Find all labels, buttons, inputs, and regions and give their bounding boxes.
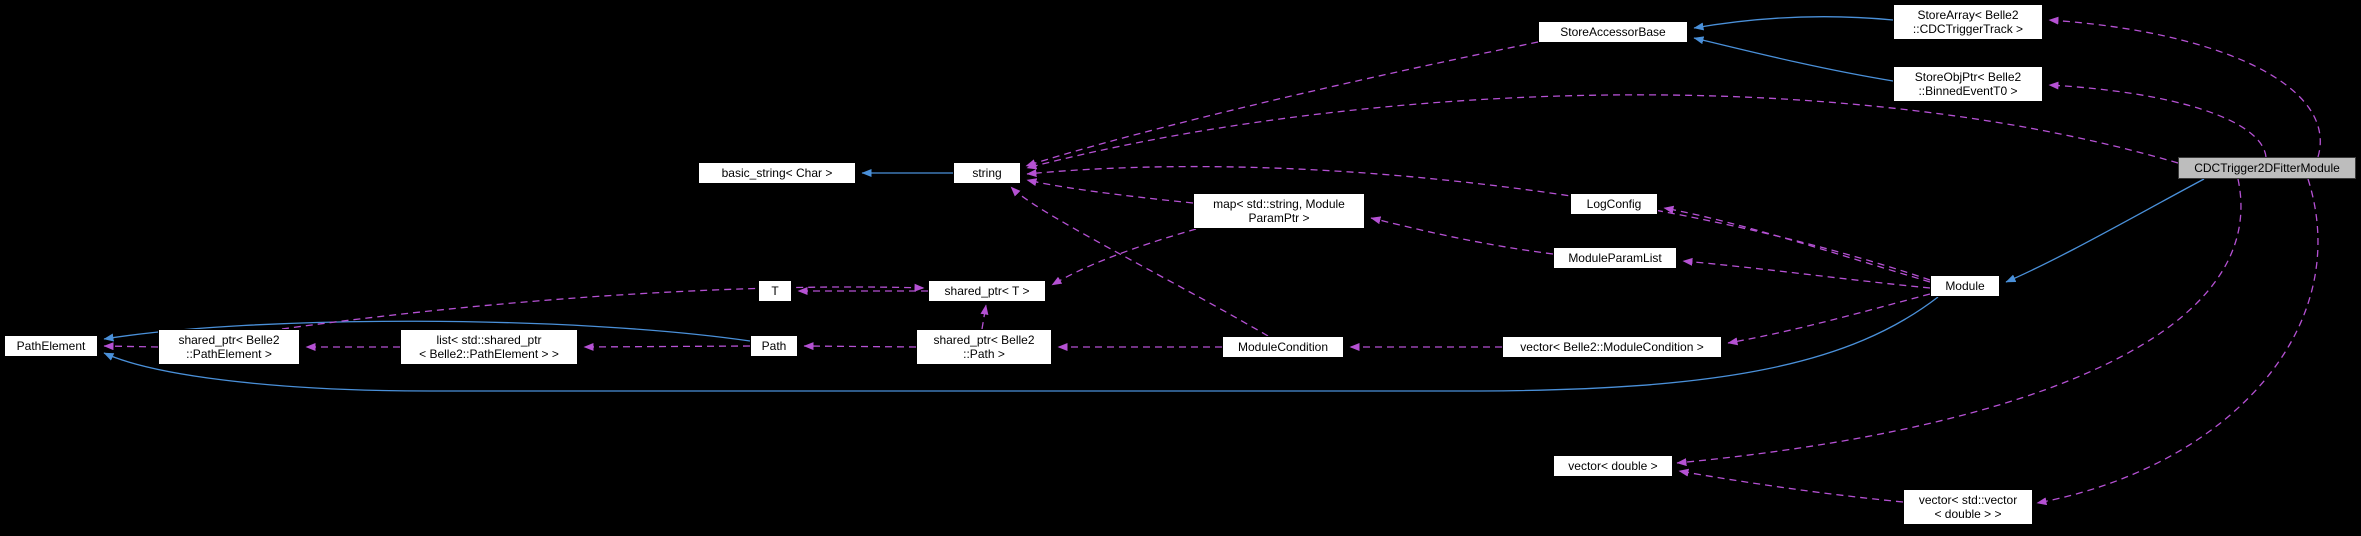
class-node-label: CDCTrigger2DFitterModule: [2194, 160, 2340, 175]
edge-usage-sharedptrpathelement-to-pathelement: [103, 342, 159, 351]
edge-usage-vectorvectordouble-to-vectordouble: [1678, 468, 1904, 503]
class-node-label: map< std::string, Module: [1213, 196, 1345, 211]
class-node-label: T: [771, 283, 779, 298]
edge-usage-sharedptrpath-to-path: [803, 342, 917, 351]
edge-usage-modulecondition-to-string: [1010, 186, 1269, 337]
edge-usage-module-to-moduleparamlist: [1682, 257, 1931, 289]
edges-group: [103, 16, 2321, 506]
class-node-label: StoreAccessorBase: [1560, 24, 1666, 39]
class-node-label: ModuleParamList: [1568, 250, 1662, 265]
class-node-label: Module: [1945, 278, 1985, 293]
class-node-storeaccessorbase[interactable]: StoreAccessorBase: [1538, 21, 1688, 43]
edge-inherit-module-to-pathelement: [103, 296, 1939, 392]
class-node-label: vector< Belle2::ModuleCondition >: [1520, 339, 1704, 354]
class-node-vectorvectordouble[interactable]: vector< std::vector< double > >: [1903, 489, 2033, 525]
class-node-pathelement[interactable]: PathElement: [4, 335, 98, 357]
edge-usage-moduleparamlist-to-map: [1370, 216, 1554, 255]
class-node-string[interactable]: string: [953, 162, 1021, 184]
edge-usage-cdctrigger2dfittermodule-to-vectordouble: [1676, 178, 2242, 467]
edge-usage-cdctrigger2dfittermodule-to-storeobjptr: [2048, 81, 2267, 158]
class-node-label: < Belle2::PathElement > >: [419, 347, 559, 361]
edge-usage-path-to-listsharedptr: [583, 342, 751, 351]
class-node-label: < double > >: [1934, 507, 2002, 521]
class-node-label: vector< double >: [1568, 458, 1658, 473]
class-node-path[interactable]: Path: [750, 335, 798, 357]
class-node-label: ParamPtr >: [1248, 211, 1310, 225]
class-node-storeobjptr[interactable]: StoreObjPtr< Belle2::BinnedEventT0 >: [1893, 66, 2043, 102]
class-node-sharedptrt[interactable]: shared_ptr< T >: [928, 280, 1046, 302]
class-node-label: ::Path >: [963, 347, 1005, 361]
class-node-label: StoreArray< Belle2: [1917, 7, 2019, 22]
class-node-label: shared_ptr< Belle2: [178, 332, 280, 347]
class-node-label: PathElement: [16, 338, 86, 353]
edge-usage-cdctrigger2dfittermodule-to-vectorvectordouble: [2036, 178, 2319, 506]
edge-usage-module-to-logconfig: [1663, 205, 1931, 283]
class-node-label: ModuleCondition: [1237, 339, 1329, 354]
class-node-vectordouble[interactable]: vector< double >: [1553, 455, 1673, 477]
class-node-modulecondition[interactable]: ModuleCondition: [1222, 336, 1344, 358]
edge-usage-map-to-string: [1026, 178, 1194, 204]
class-node-storearray[interactable]: StoreArray< Belle2::CDCTriggerTrack >: [1893, 4, 2043, 40]
edge-usage-sharedptrpathelement-to-sharedptrt: [281, 283, 925, 330]
class-node-moduleparamlist[interactable]: ModuleParamList: [1553, 247, 1677, 269]
class-node-module[interactable]: Module: [1930, 275, 2000, 297]
class-node-logconfig[interactable]: LogConfig: [1570, 193, 1658, 215]
class-node-sharedptrpath[interactable]: shared_ptr< Belle2::Path >: [916, 329, 1052, 365]
edge-usage-sharedptrpath-to-sharedptrt: [980, 304, 989, 330]
class-node-label: vector< std::vector: [1918, 492, 2018, 507]
class-node-label: basic_string< Char >: [721, 165, 833, 180]
class-node-label: shared_ptr< T >: [944, 283, 1030, 298]
edge-inherit-storeobjptr-to-storeaccessorbase: [1693, 36, 1894, 82]
edge-inherit-cdctrigger2dfittermodule-to-module: [2005, 178, 2205, 283]
class-node-label: ::PathElement >: [186, 347, 272, 361]
class-node-label: ::CDCTriggerTrack >: [1912, 22, 2024, 36]
edge-usage-module-to-string: [1026, 165, 1931, 281]
class-node-label: Path: [761, 338, 787, 353]
class-node-label: list< std::shared_ptr: [436, 332, 542, 347]
class-node-listsharedptr[interactable]: list< std::shared_ptr< Belle2::PathEleme…: [400, 329, 578, 365]
class-node-t[interactable]: T: [758, 280, 792, 302]
class-node-label: StoreObjPtr< Belle2: [1914, 69, 2022, 84]
class-node-label: string: [972, 165, 1002, 180]
edge-usage-map-to-sharedptrt: [1051, 228, 1197, 286]
edge-usage-cdctrigger2dfittermodule-to-storearray: [2048, 16, 2321, 158]
class-node-cdctrigger2dfittermodule[interactable]: CDCTrigger2DFitterModule: [2178, 157, 2356, 179]
class-node-basicstring[interactable]: basic_string< Char >: [698, 162, 856, 184]
class-node-label: shared_ptr< Belle2: [933, 332, 1035, 347]
class-node-label: LogConfig: [1586, 196, 1642, 211]
edge-usage-storeaccessorbase-to-string: [1025, 41, 1539, 167]
class-node-vectormodulecondition[interactable]: vector< Belle2::ModuleCondition >: [1502, 336, 1722, 358]
edge-usage-cdctrigger2dfittermodule-to-string: [1026, 94, 2179, 170]
class-node-label: ::BinnedEventT0 >: [1918, 84, 2018, 98]
edge-usage-module-to-vectormodulecondition: [1727, 293, 1931, 346]
class-node-sharedptrpathelement[interactable]: shared_ptr< Belle2::PathElement >: [158, 329, 300, 365]
edge-inherit-storearray-to-storeaccessorbase: [1693, 16, 1894, 31]
